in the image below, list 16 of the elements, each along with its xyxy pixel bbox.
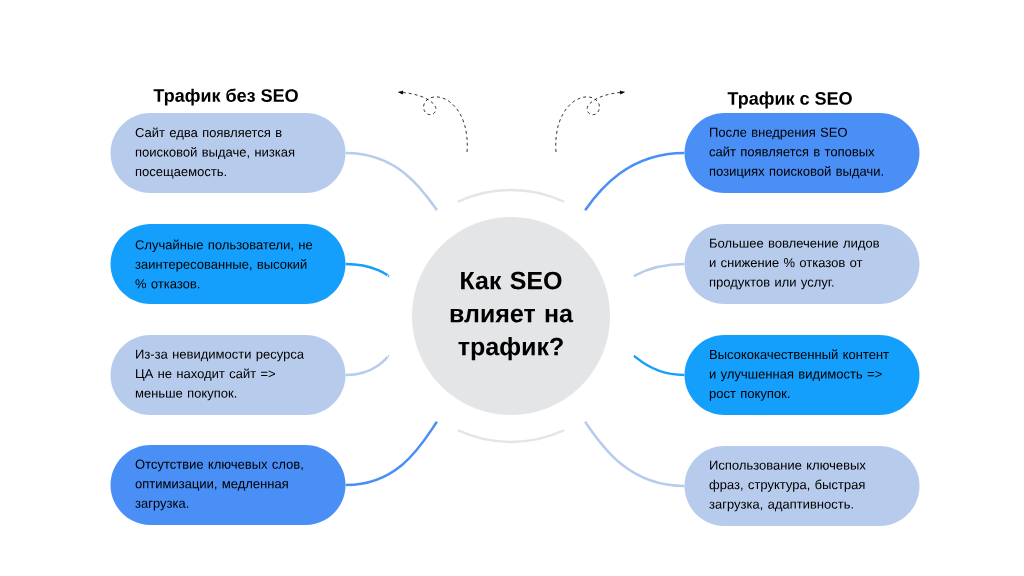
- text-pill: Большее вовлечение лидов и снижение % отказов от продуктов или услуг.: [684, 224, 920, 304]
- connector: [345, 421, 438, 487]
- connector: [345, 262, 389, 278]
- connector: [584, 151, 685, 211]
- text-pill: Из-за невидимости ресурса ЦА не находит сайт => меньше покупок.: [110, 335, 346, 415]
- connector: [584, 421, 685, 488]
- text-pill: Случайные пользователи, не заинтересованные, высокий % отказов.: [110, 224, 346, 304]
- text-pill: После внедрения SEO сайт появляется в топовых позициях поисковой выдачи.: [684, 113, 920, 193]
- text-pill: Высококачественный контент и улучшенная видимость => рост покупок.: [684, 335, 920, 415]
- connector: [345, 355, 390, 377]
- connector: [345, 151, 438, 211]
- text-pill: Сайт едва появляется в поисковой выдаче, низкая посещаемость.: [110, 113, 346, 193]
- text-pill: Отсутствие ключевых слов, оптимизации, медленная загрузка.: [110, 445, 346, 525]
- text-pill: Использование ключевых фраз, структура, быстрая загрузка, адаптивность.: [684, 446, 920, 526]
- connector: [633, 262, 685, 278]
- connector: [633, 354, 685, 377]
